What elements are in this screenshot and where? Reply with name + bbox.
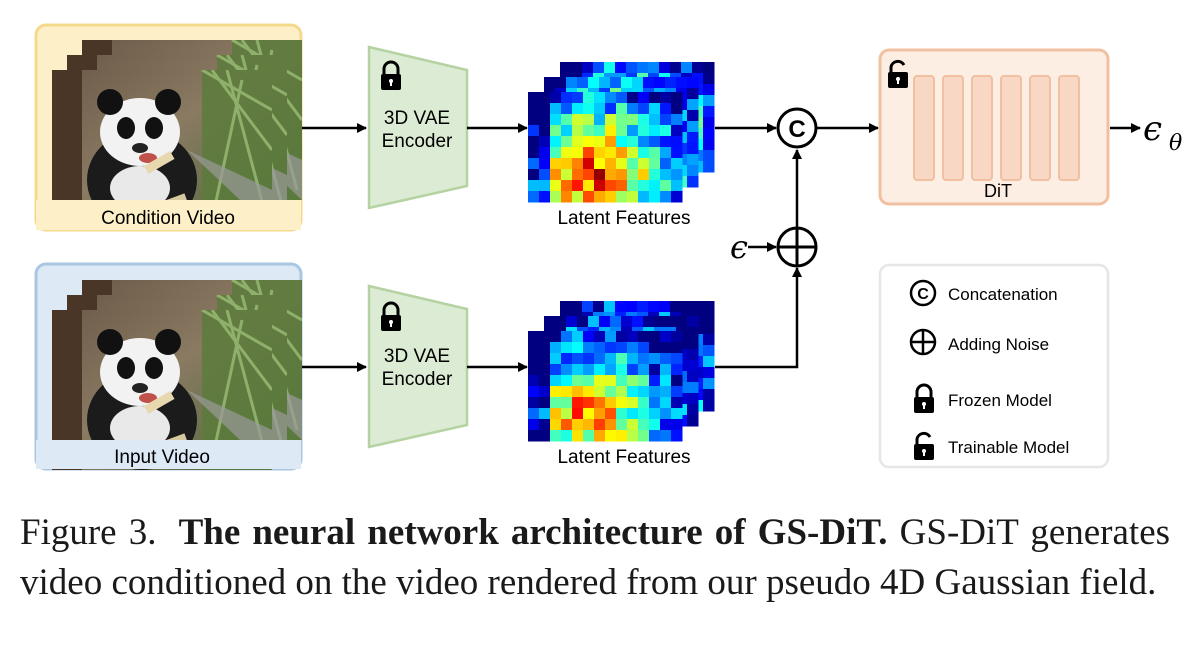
arrow-latent-bottom-to-add	[715, 267, 802, 369]
concat-symbol: C	[788, 116, 805, 143]
dit-layer	[1029, 75, 1051, 181]
add-noise-node	[776, 226, 818, 268]
legend-concatenation: Concatenation	[948, 285, 1058, 304]
latent-features-top	[528, 62, 715, 203]
dit-layer	[1000, 75, 1022, 181]
input-video-label: Input Video	[114, 447, 210, 468]
lock-closed-icon	[914, 383, 934, 413]
legend-trainable-model: Trainable Model	[948, 438, 1069, 457]
dit-layer	[913, 75, 935, 181]
input-label-strip	[36, 440, 301, 469]
lock-closed-icon	[381, 60, 401, 90]
legend-adding-noise: Adding Noise	[948, 335, 1049, 354]
encoder-bottom-label-line2: Encoder	[382, 369, 453, 390]
legend-add-noise-icon	[909, 328, 937, 356]
encoder-top-label-line1: 3D VAE	[384, 108, 450, 129]
figure-caption: Figure 3. The neural network architectur…	[20, 508, 1170, 608]
dit-layer	[1058, 75, 1080, 181]
output-subscript-theta: θ	[1169, 131, 1182, 156]
legend-concat-icon: C	[909, 279, 937, 307]
lock-closed-icon	[381, 301, 401, 331]
architecture-diagram: Condition Video Input Video 3D VAE Encod…	[34, 23, 1182, 471]
dit-layer	[942, 75, 964, 181]
latent-top-label: Latent Features	[557, 208, 690, 229]
latent-bottom-label: Latent Features	[557, 447, 690, 468]
lock-open-icon	[888, 59, 908, 88]
latent-features-bottom	[528, 301, 715, 442]
lock-open-icon	[914, 431, 934, 460]
dit-label: DiT	[984, 181, 1012, 201]
svg-text:C: C	[917, 286, 929, 303]
noise-epsilon: ϵ	[730, 228, 748, 266]
concat-node: C	[776, 107, 818, 149]
condition-video-label: Condition Video	[101, 208, 235, 229]
legend-frozen-model: Frozen Model	[948, 391, 1052, 410]
figure-label: Figure 3.	[20, 512, 157, 553]
caption-text: GS-DiT generates video conditioned on th…	[20, 512, 1171, 603]
condition-label-strip	[36, 200, 301, 230]
encoder-bottom-label-line1: 3D VAE	[384, 346, 450, 367]
caption-title: The neural network architecture of GS-Di…	[178, 512, 888, 553]
dit-layers	[913, 75, 1080, 181]
output-epsilon: ϵ	[1143, 109, 1162, 149]
legend-box	[878, 263, 1110, 469]
dit-layer	[971, 75, 993, 181]
encoder-top-label-line2: Encoder	[382, 131, 453, 152]
